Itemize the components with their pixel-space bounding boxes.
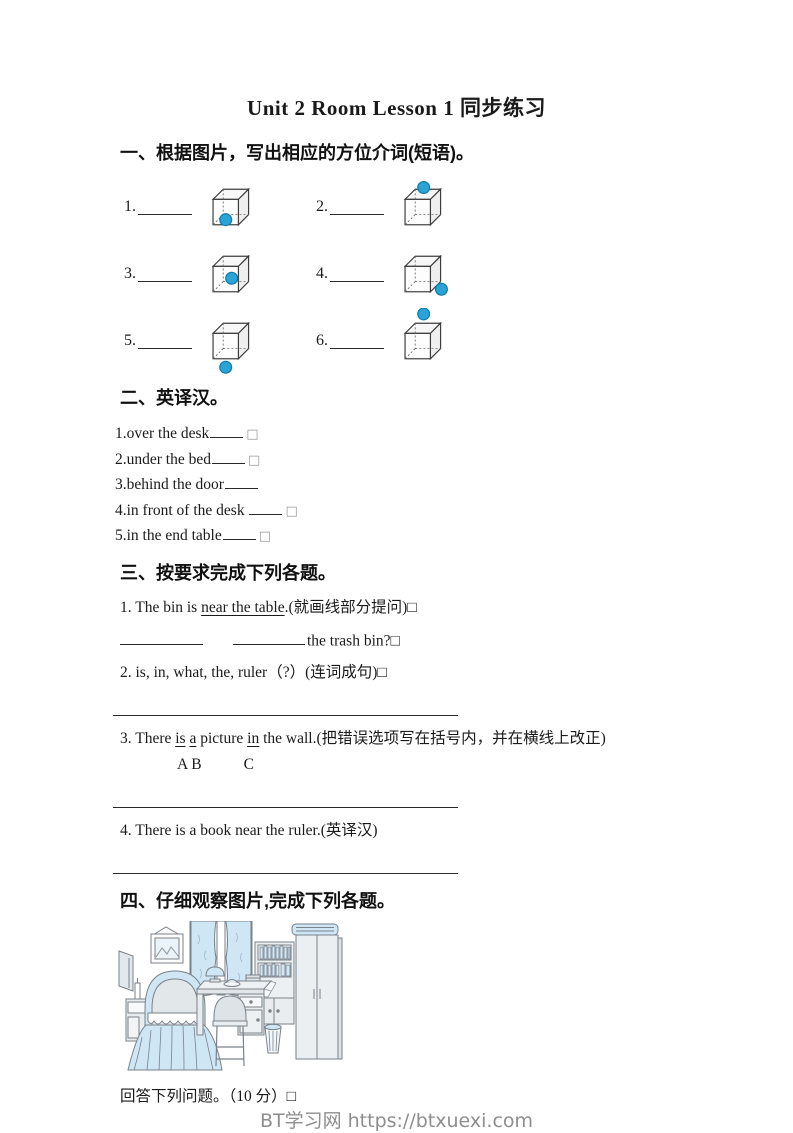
item-number: 2. (316, 197, 328, 215)
cube-figure (211, 254, 251, 293)
cube-figure (403, 254, 448, 296)
page-title: Unit 2 Room Lesson 1 同步练习 (247, 96, 546, 120)
translation-list: 1.over the desk □ 2.under the bed □ 3.behi… (115, 422, 733, 550)
desk-items (223, 974, 261, 987)
answer-blank (210, 423, 244, 438)
underlined-word: is (175, 730, 186, 747)
position-dot (219, 360, 233, 374)
answer-blank (249, 499, 283, 515)
answer-blank (330, 333, 384, 349)
item-number: 6. (316, 331, 328, 349)
answer-blank (138, 333, 192, 349)
translation-text: 2.under the bed (115, 450, 211, 468)
question-1-answer-row: the trash bin?□ (120, 630, 733, 651)
worksheet-body: 一、根据图片，写出相应的方位介词(短语)。 1. 2. (0, 122, 793, 1106)
item-number: 3. (124, 264, 136, 282)
answer-blank (330, 266, 384, 282)
translation-item: 4.in front of the desk □ (115, 499, 733, 525)
bed-ruffle (147, 1012, 203, 1025)
label-c: C (243, 756, 254, 773)
section4-heading: 四、仔细观察图片,完成下列各题。 (120, 891, 395, 911)
trash-bin (264, 1023, 282, 1054)
item-number: 1. (124, 197, 136, 215)
item-number: 4. (316, 264, 328, 282)
chair (212, 995, 248, 1067)
answer-line (113, 788, 458, 808)
answer-blank (222, 525, 256, 540)
answer-blank (233, 630, 305, 645)
translation-item: 5.in the end table □ (115, 524, 733, 550)
missing-glyph-box: □ (247, 452, 261, 468)
desk (195, 966, 273, 1036)
answer-line (113, 854, 458, 874)
underlined-phrase: near the table (201, 598, 285, 616)
answer-blank (211, 448, 245, 464)
candle (134, 978, 141, 1000)
cube-figure (403, 307, 443, 360)
cube-item-6: 6. (316, 307, 516, 374)
question-4-text: 4. There is a book near the ruler.(英译汉) (120, 822, 378, 839)
translation-text: 3.behind the door (115, 476, 224, 493)
question-2-text: 2. is, in, what, the, ruler（?）(连词成句)□ (120, 664, 387, 681)
bed-skirt (127, 1024, 223, 1071)
translation-item: 3.behind the door (115, 473, 733, 499)
label-ab: A B (177, 756, 202, 773)
image-caption: 回答下列问题。（10 分）□ (120, 1088, 296, 1105)
desk-lamp (205, 966, 225, 983)
wardrobe (295, 934, 343, 1060)
missing-glyph-box: □ (258, 529, 272, 544)
cube-exercise-grid: 1. 2. (124, 173, 733, 374)
question-3-text: 3. There is a picture in the wall.(把错误选项… (120, 730, 606, 747)
answer-blank (120, 630, 203, 645)
air-conditioner (291, 923, 339, 936)
item-number: 5. (124, 331, 136, 349)
section1-heading: 一、根据图片，写出相应的方位介词(短语)。 (120, 143, 474, 163)
cube-item-2: 2. (316, 174, 516, 240)
translation-text: 5.in the end table (115, 527, 222, 544)
position-dot (417, 180, 431, 194)
cube-item-4: 4. (316, 241, 516, 307)
underlined-word: in (247, 730, 260, 747)
translation-item: 1.over the desk □ (115, 422, 733, 448)
answer-blank (330, 199, 384, 215)
missing-glyph-box: □ (285, 503, 298, 519)
answer-blank (224, 474, 258, 489)
missing-glyph-box: □ (246, 427, 259, 442)
door (118, 950, 134, 992)
section2-heading: 二、英译汉。 (120, 388, 228, 408)
picture-frame (150, 926, 184, 964)
bed (127, 970, 223, 1071)
cube-figure (403, 180, 443, 226)
books (259, 945, 291, 977)
room-illustration (118, 920, 345, 1073)
answer-blank (138, 199, 192, 215)
question-1-answer-tail: the trash bin?□ (307, 632, 400, 649)
question-1-text: 1. The bin is near the table.(就画线部分提问)□ (120, 598, 417, 616)
position-dot (417, 307, 431, 320)
footer-site-link[interactable]: BT学习网 https://btxuexi.com (259, 1110, 534, 1132)
position-dot (219, 212, 233, 226)
cube-item-3: 3. (124, 241, 316, 307)
translation-text: 1.over the desk (115, 425, 210, 442)
section3-heading: 三、按要求完成下列各题。 (120, 562, 336, 583)
position-dot (434, 282, 448, 296)
cube-figure (211, 321, 251, 374)
translation-text: 4.in front of the desk (115, 501, 249, 519)
translation-item: 2.under the bed □ (115, 448, 733, 474)
bookshelf (254, 941, 295, 999)
answer-blank (138, 266, 192, 282)
answer-line (113, 696, 458, 716)
cube-figure (211, 187, 251, 226)
position-dot (225, 271, 239, 285)
cube-item-5: 5. (124, 308, 316, 374)
cube-item-1: 1. (124, 174, 316, 240)
underlined-word: a (189, 730, 197, 747)
choice-labels: A B C (177, 756, 733, 774)
